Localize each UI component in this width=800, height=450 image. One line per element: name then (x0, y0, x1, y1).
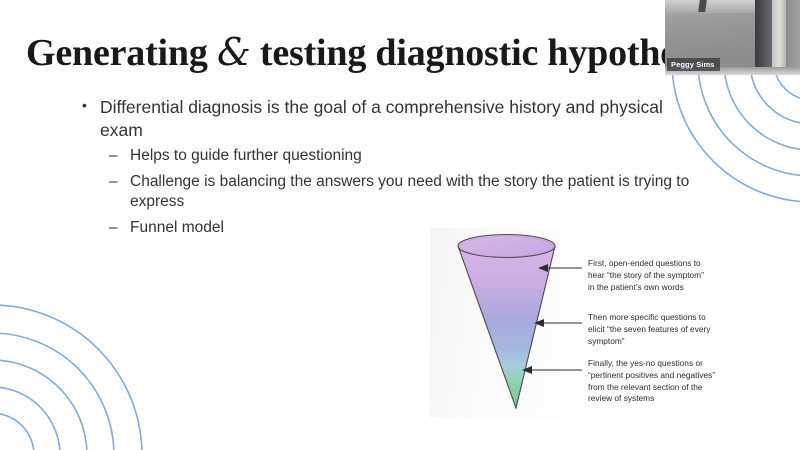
bullet-dot-icon: • (82, 97, 87, 113)
bullet-level1: • Differential diagnosis is the goal of … (78, 96, 710, 142)
funnel-figure: First, open-ended questions to hear “the… (430, 228, 780, 424)
callout-line: from the relevant section of the (588, 381, 703, 392)
webcam-door-frame (772, 0, 786, 75)
callout-specific: Then more specific questions to elicit “… (588, 312, 748, 347)
slide-title-prefix: Generating (26, 32, 217, 74)
list-item: – Funnel model (108, 218, 715, 238)
webcam-floor (665, 67, 800, 75)
list-item: – Helps to guide further questioning (108, 146, 715, 166)
callout-line: hear “the story of the symptom” (588, 269, 704, 280)
participant-name-label: Peggy Sims (667, 58, 720, 71)
sub-bullet-list: – Helps to guide further questioning – C… (108, 146, 718, 239)
callout-line: symptom” (588, 335, 625, 346)
dash-icon: – (109, 172, 118, 190)
webcam-right-wall (786, 0, 800, 75)
slide-title-suffix: testing diagnostic hypotheses (250, 32, 723, 74)
dash-icon: – (109, 146, 118, 164)
slide-body: • Differential diagnosis is the goal of … (78, 96, 718, 244)
callout-line: First, open-ended questions to (588, 258, 701, 268)
sub-bullet-text: Funnel model (130, 218, 224, 236)
sub-bullet-text: Challenge is balancing the answers you n… (130, 172, 690, 210)
callout-line: Finally, the yes-no questions or (588, 358, 703, 368)
webcam-video-tile[interactable]: Peggy Sims (665, 0, 800, 75)
callout-line: review of systems (588, 393, 655, 404)
list-item: – Challenge is balancing the answers you… (108, 172, 715, 212)
callout-line: Then more specific questions to (588, 312, 706, 322)
callout-line: in the patient’s own words (588, 281, 684, 292)
callout-line: “pertinent positives and negatives” (588, 369, 716, 380)
callout-yes-no: Finally, the yes-no questions or “pertin… (588, 358, 748, 405)
sub-bullet-text: Helps to guide further questioning (130, 146, 362, 164)
ampersand-glyph: & (216, 30, 251, 74)
callout-line: elicit “the seven features of every (588, 323, 711, 334)
funnel-cone-icon (457, 233, 582, 410)
bullet-level1-text: Differential diagnosis is the goal of a … (100, 97, 663, 140)
webcam-dark-panel (755, 0, 772, 75)
slide-title: Generating & testing diagnostic hypothes… (26, 30, 723, 75)
dash-icon: – (109, 218, 118, 236)
callout-open-ended: First, open-ended questions to hear “the… (588, 258, 748, 293)
